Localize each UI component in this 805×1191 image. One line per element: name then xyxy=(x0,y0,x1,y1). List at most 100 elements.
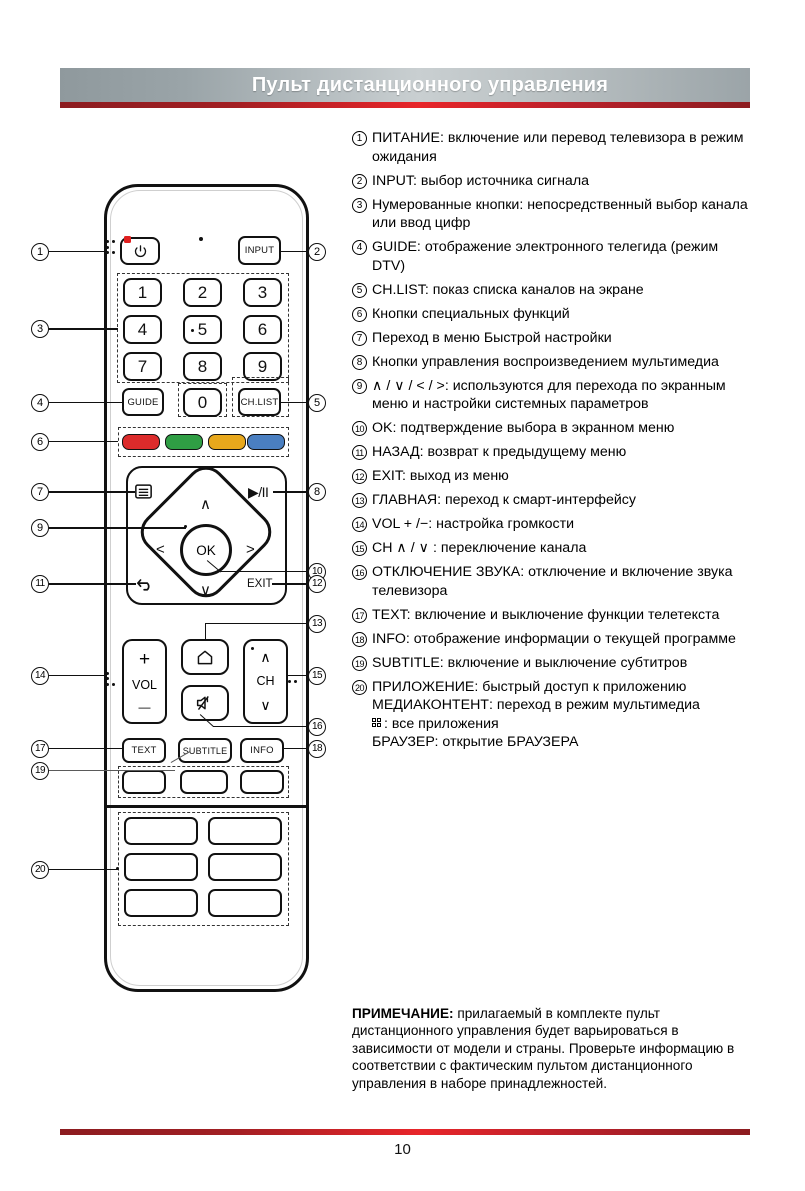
callout-lead-4 xyxy=(49,402,122,404)
dpad-down-arrow[interactable]: ∨ xyxy=(200,583,211,598)
legend-text: GUIDE: отображение электронного телегида… xyxy=(372,239,719,274)
guide-button[interactable]: GUIDE xyxy=(122,388,164,416)
channel-up-label[interactable]: ∧ xyxy=(260,649,271,666)
number-button-2[interactable]: 2 xyxy=(183,278,222,307)
volume-rocker[interactable]: + VOL — xyxy=(122,639,167,724)
callout-lead-5 xyxy=(281,402,308,404)
power-icon xyxy=(134,244,146,257)
exit-button[interactable]: EXIT xyxy=(247,578,273,590)
number-label: 3 xyxy=(257,282,268,302)
dpad-up-arrow[interactable]: ∧ xyxy=(200,497,211,512)
power-led-indicator xyxy=(124,236,131,243)
menu-icon xyxy=(135,484,152,499)
legend-number: 3 xyxy=(352,197,367,213)
legend-number: 20 xyxy=(352,679,367,695)
callout-lead-2 xyxy=(281,251,308,253)
callout-12: 12 xyxy=(308,575,326,593)
legend-number: 9 xyxy=(352,378,367,394)
subtitle-button[interactable]: SUBTITLE xyxy=(178,738,232,763)
subtitle-label: SUBTITLE xyxy=(182,745,228,756)
app-key-1[interactable] xyxy=(124,817,198,845)
color-key-green[interactable] xyxy=(165,434,203,450)
number-button-9[interactable]: 9 xyxy=(243,352,282,381)
number-button-0[interactable]: 0 xyxy=(183,388,222,417)
blank-key-3[interactable] xyxy=(240,770,284,794)
channel-down-label[interactable]: ∨ xyxy=(260,696,271,713)
text-label: TEXT xyxy=(131,745,157,756)
color-key-red[interactable] xyxy=(122,434,160,450)
callout-lead-14 xyxy=(49,675,106,677)
legend-20-line1: ПРИЛОЖЕНИЕ: быстрый доступ к приложению xyxy=(372,678,687,695)
number-button-8[interactable]: 8 xyxy=(183,352,222,381)
legend-number: 11 xyxy=(352,445,367,460)
section-divider xyxy=(107,805,306,808)
dpad-left-arrow[interactable]: < xyxy=(156,542,165,557)
channel-rocker[interactable]: ∧ CH ∨ xyxy=(243,639,288,724)
volume-label: VOL xyxy=(131,678,157,693)
callout-15: 15 xyxy=(308,667,326,685)
callout-lead-19 xyxy=(49,770,175,772)
callout-5: 5 xyxy=(308,394,326,412)
ok-button[interactable]: OK xyxy=(180,524,232,576)
number-button-6[interactable]: 6 xyxy=(243,315,282,344)
back-button[interactable] xyxy=(136,576,154,595)
blank-key-2[interactable] xyxy=(180,770,228,794)
volume-up-label[interactable]: + xyxy=(138,648,151,670)
sensor-mark-top xyxy=(106,240,120,256)
legend-text: CH.LIST: показ списка каналов на экране xyxy=(372,281,644,298)
callout-lead-13v xyxy=(205,623,207,640)
legend-number: 5 xyxy=(352,282,367,298)
number-button-1[interactable]: 1 xyxy=(123,278,162,307)
home-icon xyxy=(197,650,213,664)
callout-8: 8 xyxy=(308,483,326,501)
input-button[interactable]: INPUT xyxy=(238,236,281,265)
legend-text: ОТКЛЮЧЕНИЕ ЗВУКА: отключение и включение… xyxy=(372,564,733,599)
app-key-6[interactable] xyxy=(208,889,282,917)
callout-lead-13 xyxy=(205,623,308,625)
ok-label: OK xyxy=(196,542,216,558)
number-button-4[interactable]: 4 xyxy=(123,315,162,344)
legend-text: TEXT: включение и выключение функции тел… xyxy=(372,606,720,623)
play-pause-button[interactable]: ▶/II xyxy=(248,484,269,501)
callout-lead-16 xyxy=(213,726,308,728)
mute-button[interactable] xyxy=(181,685,229,721)
number-button-7[interactable]: 7 xyxy=(123,352,162,381)
info-label: INFO xyxy=(250,745,274,756)
legend-number: 8 xyxy=(352,354,367,370)
callout-tick-9 xyxy=(184,525,187,528)
power-button[interactable] xyxy=(120,236,160,265)
callout-lead-9 xyxy=(49,527,186,530)
app-key-2[interactable] xyxy=(208,817,282,845)
blank-key-1[interactable] xyxy=(122,770,166,794)
app-key-4[interactable] xyxy=(208,853,282,881)
app-key-3[interactable] xyxy=(124,853,198,881)
number-label: 8 xyxy=(197,356,208,376)
legend-number: 18 xyxy=(352,631,367,647)
legend-text: INPUT: выбор источника сигнала xyxy=(372,172,589,189)
chlist-button[interactable]: CH.LIST xyxy=(238,388,281,416)
number-button-3[interactable]: 3 xyxy=(243,278,282,307)
legend-number: 7 xyxy=(352,330,367,346)
home-button[interactable] xyxy=(181,639,229,675)
info-button[interactable]: INFO xyxy=(240,738,284,763)
quick-settings-menu-button[interactable] xyxy=(135,484,152,502)
legend-20-line3: : все приложения xyxy=(384,715,499,732)
chlist-label: CH.LIST xyxy=(240,396,279,408)
number-label: 4 xyxy=(137,319,148,339)
text-button[interactable]: TEXT xyxy=(122,738,166,763)
volume-down-label[interactable]: — xyxy=(138,700,151,715)
header-bar: Пульт дистанционного управления xyxy=(60,68,750,102)
color-key-yellow[interactable] xyxy=(208,434,246,450)
color-key-blue[interactable] xyxy=(247,434,285,450)
app-key-5[interactable] xyxy=(124,889,198,917)
guide-label: GUIDE xyxy=(127,396,159,408)
dpad-right-arrow[interactable]: > xyxy=(246,542,255,557)
callout-17: 17 xyxy=(31,740,49,758)
number-button-5[interactable]: 5 xyxy=(183,315,222,344)
sensor-mark-ch xyxy=(288,680,302,686)
